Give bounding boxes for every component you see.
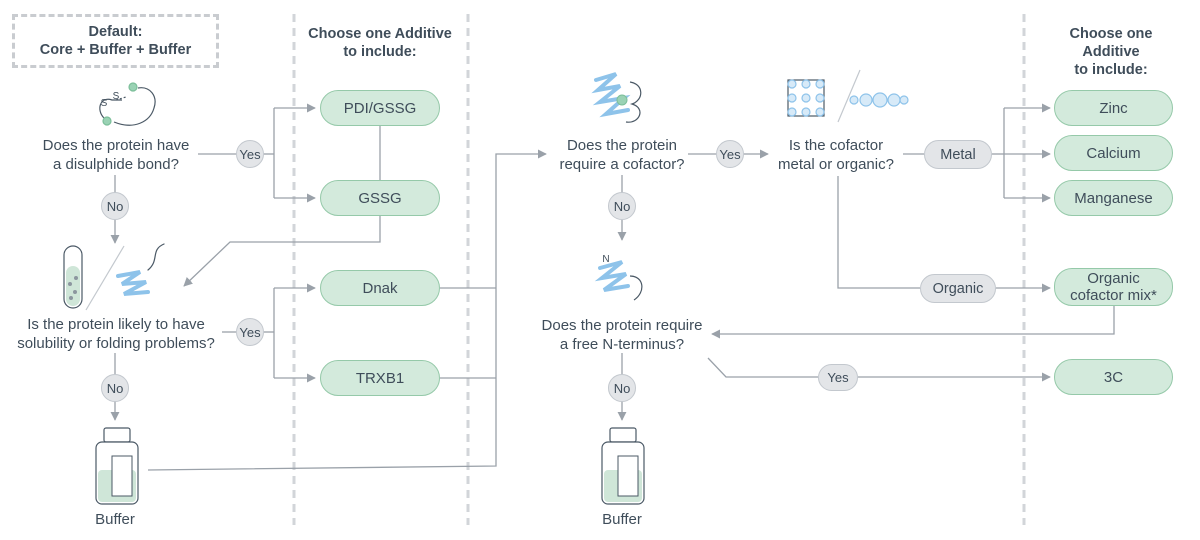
divider-slash: [837, 69, 861, 123]
additive-3c[interactable]: 3C: [1054, 359, 1173, 395]
no-option[interactable]: No: [101, 192, 129, 220]
sulfur-label: S: [100, 98, 108, 109]
buffer-label: Buffer: [95, 511, 135, 528]
metal-option[interactable]: Metal: [924, 140, 992, 169]
connector: [707, 357, 818, 378]
arrow-to-cofactor: [147, 149, 547, 471]
organic-molecule-icon: [849, 92, 909, 108]
question-cofactor: Does the protein require a cofactor?: [559, 137, 685, 173]
n-label: N: [602, 254, 610, 265]
additive-manganese[interactable]: Manganese: [1054, 180, 1173, 216]
organic-option[interactable]: Organic: [920, 274, 996, 303]
yes-option[interactable]: Yes: [236, 140, 264, 168]
additive-trxb1[interactable]: TRXB1: [320, 360, 440, 396]
question-n-terminus: Does the protein require a free N-termin…: [541, 317, 703, 353]
question-solubility: Is the protein likely to have solubility…: [17, 316, 215, 352]
buffer-bottle-icon: [601, 427, 645, 505]
n-terminus-protein-icon: [594, 260, 643, 301]
additive-dnak[interactable]: Dnak: [320, 270, 440, 306]
additive-zinc[interactable]: Zinc: [1054, 90, 1173, 126]
connectors: [110, 103, 1115, 471]
column-header-right: Choose one Additive to include:: [1069, 26, 1153, 78]
arrow-back-to-n-terminus: [711, 306, 1115, 339]
test-tube-icon: [63, 245, 125, 311]
yes-option[interactable]: Yes: [818, 364, 858, 391]
additive-calcium[interactable]: Calcium: [1054, 135, 1173, 171]
connector: [837, 176, 920, 289]
question-disulphide: Does the protein have a disulphide bond?: [42, 137, 190, 173]
yes-option[interactable]: Yes: [236, 318, 264, 346]
disulphide-bond-icon: [99, 82, 156, 126]
no-option[interactable]: No: [101, 374, 129, 402]
column-dividers: [292, 14, 1026, 525]
additive-pdi-gssg[interactable]: PDI/GSSG: [320, 90, 440, 126]
protein-cofactor-icon: [591, 72, 642, 123]
no-option[interactable]: No: [608, 374, 636, 402]
misfolded-protein-icon: [116, 243, 165, 296]
buffer-bottle-icon: [95, 427, 139, 505]
default-box: Default: Core + Buffer + Buffer: [12, 14, 219, 68]
additive-gssg[interactable]: GSSG: [320, 180, 440, 216]
column-header-left: Choose one Additive to include:: [308, 26, 452, 60]
metal-lattice-icon: [787, 79, 825, 117]
arrow-gssg-to-solubility: [183, 216, 381, 287]
question-cofactor-type: Is the cofactor metal or organic?: [778, 137, 894, 173]
additive-organic-cofactor-mix[interactable]: Organic cofactor mix*: [1054, 268, 1173, 306]
no-option[interactable]: No: [608, 192, 636, 220]
buffer-label: Buffer: [602, 511, 642, 528]
yes-option[interactable]: Yes: [716, 140, 744, 168]
sulfur-label: S: [112, 91, 120, 102]
